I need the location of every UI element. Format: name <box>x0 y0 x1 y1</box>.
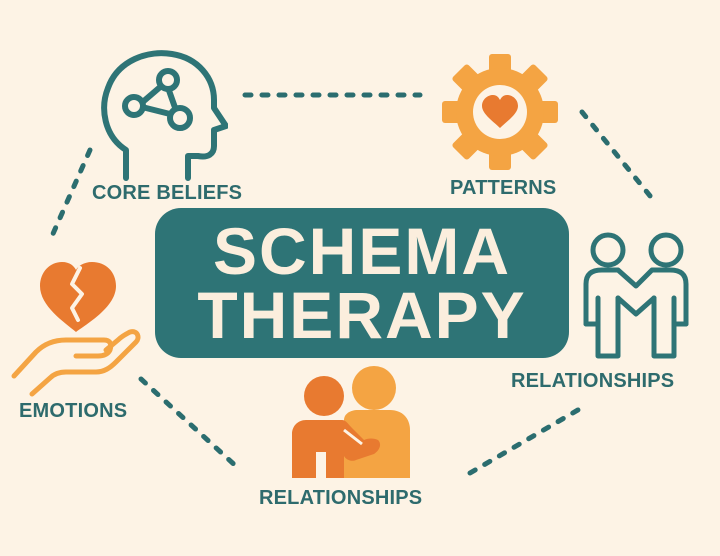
head-network-icon <box>101 50 228 181</box>
node-label-patterns: PATTERNS <box>450 177 557 199</box>
connector-relationships-relationships <box>467 404 586 476</box>
node-label-emotions: EMOTIONS <box>19 400 128 422</box>
title-line-2: THERAPY <box>197 278 527 352</box>
title-banner: SCHEMA THERAPY <box>155 208 569 358</box>
two-people-outline-icon <box>583 232 689 359</box>
two-people-comfort-icon <box>292 366 410 478</box>
connector-core-emotions <box>49 147 93 239</box>
gear-heart-icon <box>442 54 558 170</box>
connector-patterns-relationships <box>579 109 658 205</box>
node-label-relationships-right: RELATIONSHIPS <box>511 370 675 392</box>
node-label-core-beliefs: CORE BELIEFS <box>92 182 243 204</box>
broken-heart-hand-icon <box>11 262 141 397</box>
title-line-1: SCHEMA <box>212 214 511 288</box>
connector-emotions-relationships <box>138 376 241 471</box>
node-label-relationships-bottom: RELATIONSHIPS <box>259 487 423 509</box>
